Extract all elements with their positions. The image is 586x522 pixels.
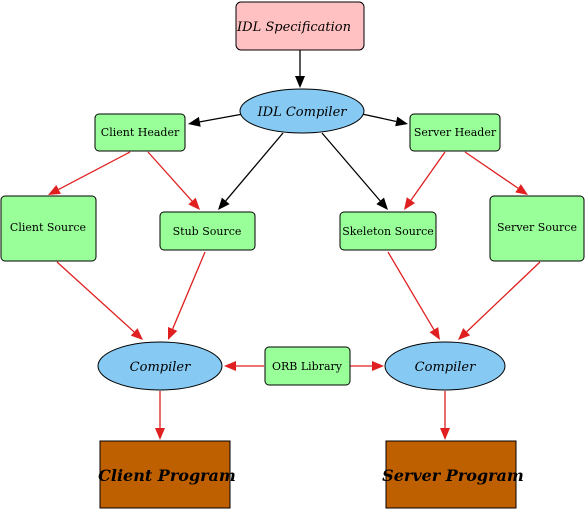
arrowhead [458,328,471,340]
server-program-box [385,440,517,509]
compiler-left-ellipse [97,341,223,391]
edge-line [199,113,244,123]
idl-compiler-node: IDL Compiler [239,88,365,134]
server-program-node: Server Program [382,440,524,509]
client-header-label: Client Header [101,126,180,139]
stub-source-node: Stub Source [159,211,256,251]
client-program-node: Client Program [98,440,236,509]
server-header-box [409,113,501,152]
stub-source-box [159,211,256,251]
idl-compiler-ellipse [239,88,365,134]
compiler-left-node: Compiler [97,341,223,391]
arrowhead [188,197,200,210]
compiler-right-label: Compiler [415,360,476,375]
client-program-label: Client Program [98,466,236,485]
client-source-box [0,195,97,262]
server-source-node: Server Source [489,195,585,262]
arrowhead [224,361,236,371]
arrowhead [130,328,143,340]
idl-compiler-label: IDL Compiler [257,105,348,120]
edge-line [466,261,541,333]
edge-line [172,251,206,330]
edge-idl-compiler-to-server-header [361,113,408,127]
edges [48,50,541,440]
edge-server-header-to-server-source [464,151,528,195]
arrowhead [395,116,408,127]
server-header-label: Server Header [414,126,497,139]
arrowhead [168,327,178,340]
arrowhead [440,428,450,440]
edge-line [361,113,397,123]
arrowhead [188,116,201,127]
arrowhead [429,327,440,340]
server-header-node: Server Header [409,113,501,152]
idl-specification-node: IDL Specification [235,1,365,51]
arrowhead [155,428,165,440]
edge-line [321,132,381,202]
edge-orb-library-to-compiler-right [350,361,384,371]
edge-line [225,132,284,202]
edge-server-header-to-skeleton-source [404,151,446,210]
client-program-box [99,440,231,509]
edge-skeleton-source-to-compiler-right [387,251,440,340]
edge-client-header-to-stub-source [147,151,200,210]
compiler-left-label: Compiler [130,360,191,375]
orb-library-box [264,346,351,386]
client-source-label: Client Source [10,221,86,234]
edge-line [58,151,131,191]
client-header-node: Client Header [94,113,186,152]
edge-line [147,151,193,202]
arrowhead [48,185,61,195]
skeleton-source-node: Skeleton Source [339,211,437,251]
arrowhead [515,184,528,195]
edge-orb-library-to-compiler-left [224,361,264,371]
client-header-box [94,113,186,152]
edge-line [56,261,135,333]
client-source-node: Client Source [0,195,97,262]
idl-specification-label: IDL Specification [236,20,351,35]
edge-compiler-right-to-server-program [440,391,450,440]
edge-client-header-to-client-source [48,151,131,195]
edge-client-source-to-compiler-left [56,261,143,340]
idl-specification-box [235,1,365,51]
server-source-box [489,195,585,262]
edge-idl-compiler-to-client-header [188,113,244,127]
compiler-right-ellipse [384,341,506,391]
stub-source-label: Stub Source [173,225,242,238]
edge-line [464,151,519,189]
orb-library-label: ORB Library [272,360,343,373]
arrowhead [372,361,384,371]
edge-server-source-to-compiler-right [458,261,541,340]
arrowhead [295,76,305,88]
server-source-label: Server Source [497,221,577,234]
orb-library-node: ORB Library [264,346,351,386]
edge-line [387,251,435,330]
arrowhead [404,197,415,210]
server-program-label: Server Program [382,466,524,485]
compiler-right-node: Compiler [384,341,506,391]
edge-idl-compiler-to-skeleton-source [321,132,388,210]
edge-idl-spec-to-idl-compiler [295,50,305,88]
edge-stub-source-to-compiler-left [168,251,206,340]
arrowhead [376,197,388,210]
edge-idl-compiler-to-stub-source [218,132,284,210]
edge-compiler-left-to-client-program [155,391,165,440]
arrowhead [218,197,230,210]
skeleton-source-box [339,211,437,251]
edge-line [410,151,446,201]
skeleton-source-label: Skeleton Source [342,225,434,238]
